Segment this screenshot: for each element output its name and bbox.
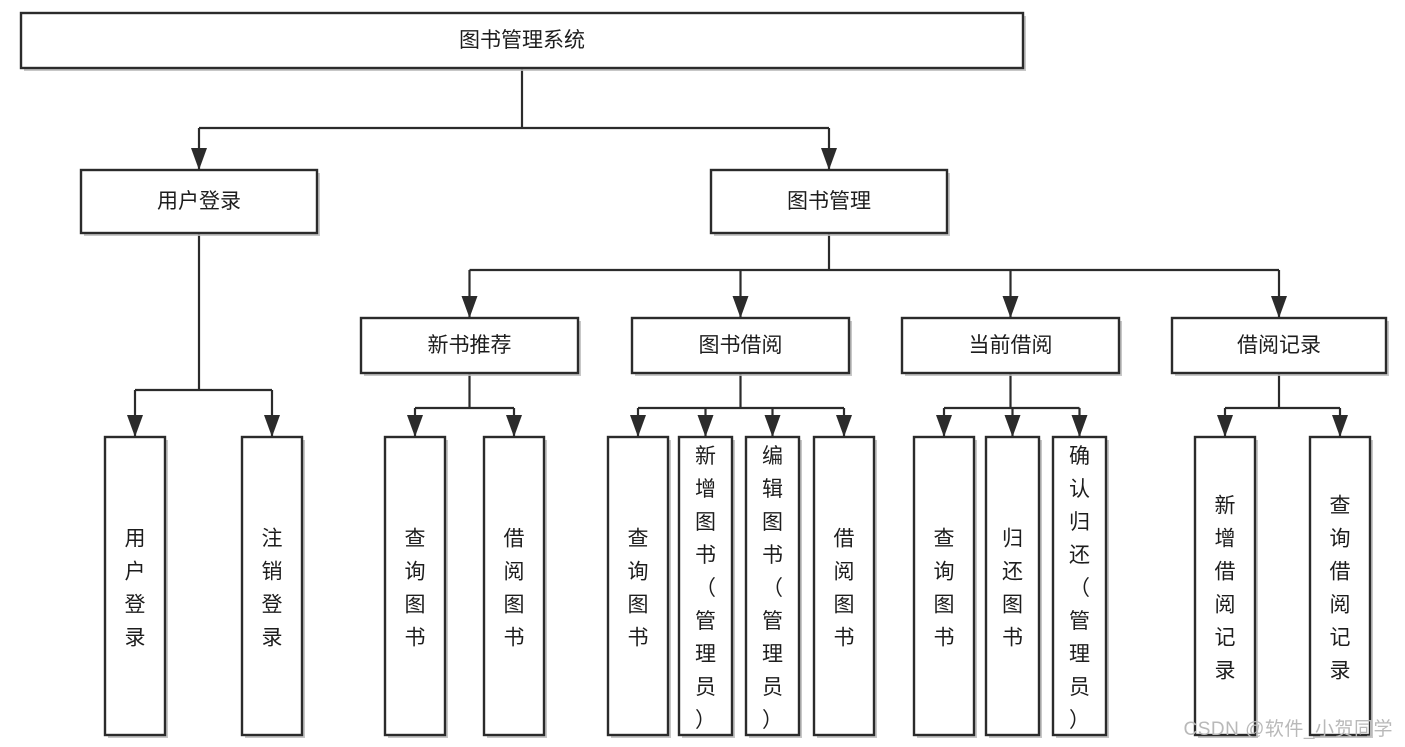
node-box[interactable] xyxy=(1051,435,1108,737)
node-box[interactable] xyxy=(383,435,447,737)
node-box[interactable] xyxy=(1308,435,1372,737)
node-leaf-borrow-book-1[interactable]: 借阅图书 xyxy=(482,435,547,738)
node-box[interactable] xyxy=(709,168,949,235)
node-label: 借阅图书 xyxy=(834,528,855,650)
node-box[interactable] xyxy=(630,316,851,375)
node-box[interactable] xyxy=(240,435,304,737)
node-book-manage[interactable]: 图书管理 xyxy=(709,168,950,236)
node-leaf-confirm-return[interactable]: 确认归还（管理员） xyxy=(1051,435,1109,738)
node-box[interactable] xyxy=(359,316,580,375)
node-user-login[interactable]: 用户登录 xyxy=(79,168,320,236)
connector-layer xyxy=(127,68,1348,437)
arrow-head-icon xyxy=(836,415,852,437)
arrow-head-icon xyxy=(506,415,522,437)
csdn-watermark: CSDN @软件_小贺同学 xyxy=(1183,719,1393,740)
node-label: 借阅记录 xyxy=(1237,334,1321,357)
node-box[interactable] xyxy=(812,435,876,737)
arrow-head-icon xyxy=(264,415,280,437)
arrow-head-icon xyxy=(461,296,478,318)
arrow-head-icon xyxy=(1332,415,1348,437)
arrow-head-icon xyxy=(127,415,143,437)
node-leaf-return-book[interactable]: 归还图书 xyxy=(984,435,1042,738)
arrow-head-icon xyxy=(821,148,837,170)
arrow-head-icon xyxy=(697,415,714,437)
node-box[interactable] xyxy=(482,435,546,737)
node-leaf-query-record[interactable]: 查询借阅记录 xyxy=(1308,435,1373,738)
node-label: 编辑图书（管理员） xyxy=(762,445,783,732)
node-label: 当前借阅 xyxy=(969,334,1053,357)
arrow-head-icon xyxy=(936,415,952,437)
node-label: 查询借阅记录 xyxy=(1330,495,1351,683)
node-label: 借阅图书 xyxy=(504,528,525,650)
node-box[interactable] xyxy=(103,435,167,737)
arrow-head-icon xyxy=(732,296,749,318)
node-leaf-add-book[interactable]: 新增图书（管理员） xyxy=(677,435,735,738)
node-leaf-user-login[interactable]: 用户登录 xyxy=(103,435,168,738)
node-box[interactable] xyxy=(19,11,1025,70)
node-label: 新增借阅记录 xyxy=(1215,495,1236,683)
node-new-book-rec[interactable]: 新书推荐 xyxy=(359,316,581,376)
node-label: 查询图书 xyxy=(405,528,426,650)
node-label: 图书借阅 xyxy=(699,334,783,357)
node-box[interactable] xyxy=(900,316,1121,375)
arrow-head-icon xyxy=(1071,415,1088,437)
node-leaf-user-logout[interactable]: 注销登录 xyxy=(240,435,305,738)
node-layer: 图书管理系统用户登录图书管理用户登录注销登录新书推荐查询图书借阅图书图书借阅查询… xyxy=(19,11,1389,738)
arrow-head-icon xyxy=(1271,296,1287,318)
node-leaf-query-book-3[interactable]: 查询图书 xyxy=(912,435,977,738)
node-label: 新增图书（管理员） xyxy=(695,445,716,732)
node-borrow-record[interactable]: 借阅记录 xyxy=(1170,316,1389,376)
node-leaf-borrow-book-2[interactable]: 借阅图书 xyxy=(812,435,877,738)
node-label: 查询图书 xyxy=(934,528,955,650)
node-box[interactable] xyxy=(744,435,801,737)
node-leaf-query-book-1[interactable]: 查询图书 xyxy=(383,435,448,738)
node-label: 归还图书 xyxy=(1002,528,1023,650)
node-label: 图书管理 xyxy=(787,190,871,213)
arrow-head-icon xyxy=(191,148,207,170)
node-label: 注销登录 xyxy=(262,528,283,650)
node-box[interactable] xyxy=(79,168,319,235)
node-label: 用户登录 xyxy=(157,190,241,213)
node-leaf-query-book-2[interactable]: 查询图书 xyxy=(606,435,671,738)
node-box[interactable] xyxy=(912,435,976,737)
node-box[interactable] xyxy=(1170,316,1388,375)
node-label: 用户登录 xyxy=(125,528,146,650)
node-root[interactable]: 图书管理系统 xyxy=(19,11,1026,71)
node-current-borrow[interactable]: 当前借阅 xyxy=(900,316,1122,376)
node-leaf-add-record[interactable]: 新增借阅记录 xyxy=(1193,435,1258,738)
node-box[interactable] xyxy=(984,435,1041,737)
node-box[interactable] xyxy=(606,435,670,737)
node-box[interactable] xyxy=(1193,435,1257,737)
arrow-head-icon xyxy=(1217,415,1233,437)
arrow-head-icon xyxy=(407,415,423,437)
node-label: 查询图书 xyxy=(628,528,649,650)
arrow-head-icon xyxy=(630,415,646,437)
node-label: 确认归还（管理员） xyxy=(1069,445,1090,732)
node-label: 图书管理系统 xyxy=(459,29,585,52)
arrow-head-icon xyxy=(764,415,781,437)
node-book-borrow[interactable]: 图书借阅 xyxy=(630,316,852,376)
node-leaf-edit-book[interactable]: 编辑图书（管理员） xyxy=(744,435,802,738)
node-label: 新书推荐 xyxy=(428,334,512,357)
arrow-head-icon xyxy=(1002,296,1019,318)
node-box[interactable] xyxy=(677,435,734,737)
arrow-head-icon xyxy=(1004,415,1021,437)
